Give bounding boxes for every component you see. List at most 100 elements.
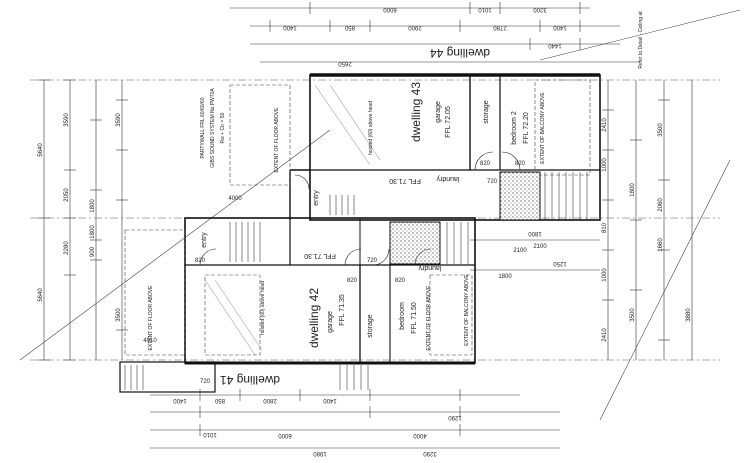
dim-bottom-1400a: 1400: [173, 397, 187, 403]
dim-mid-1250: 1250: [553, 260, 567, 266]
dwelling-42-label: dwelling 42: [307, 288, 321, 348]
dimension-lines: [38, 2, 693, 449]
dim-left-3590a: 3590: [64, 113, 70, 127]
partywall-sub-note: GIBS SOUND SYSTEM No.PW70A: [210, 88, 216, 168]
grid-lines: [30, 79, 720, 361]
dim-right-2060: 2060: [658, 198, 664, 212]
dim-right-1800: 1800: [630, 183, 636, 197]
dim-bottom-4000: 4000: [413, 432, 427, 438]
dim-left-900: 900: [90, 246, 96, 257]
door-720-b: 720: [367, 258, 378, 264]
dim-right-3880: 3880: [686, 308, 692, 322]
hoist-note-1: hoisted (60) above head: [368, 101, 374, 155]
dim-left-1800a: 1800: [90, 199, 96, 213]
extent-balcony-note-2: EXTENT OF BALCONY ABOVE: [464, 274, 470, 346]
rw-note: Rw + Ctr = 50: [220, 112, 226, 143]
stair-central: [229, 195, 469, 265]
entry-43-label: entry: [313, 190, 320, 206]
dimensions-right: 3500 2410 1000 1800 810 2060 1660 1000 3…: [602, 118, 692, 342]
dim-right-1000b: 1000: [602, 268, 608, 282]
dim-right-2410a: 2410: [602, 118, 608, 132]
dim-bottom-1980: 1980: [313, 450, 327, 456]
dim-top-1400: 1400: [283, 24, 297, 30]
door-720-a: 720: [487, 179, 498, 185]
dim-4000: 4000: [228, 196, 242, 202]
extent-floor-note-3: EXTENT OF FLOOR ABOVE: [426, 285, 432, 351]
door-820-e: 820: [195, 258, 206, 264]
dimensions-mid: 1800 2100 1250 1800 2100: [498, 230, 566, 280]
hoist-note-2: hoisted (60) above head: [260, 281, 266, 335]
ffl-7130-lower: FFL 71.30: [304, 252, 336, 259]
dim-top-2780: 2780: [493, 24, 507, 30]
dim-right-810: 810: [602, 222, 608, 233]
garage-43-cross: [314, 84, 381, 166]
room-labels: garage storage bedroom 2 laundry entry g…: [201, 100, 518, 337]
dim-top-3200: 3200: [533, 6, 547, 12]
extent-dashed-42: [124, 229, 473, 356]
ffl-7220: FFL 72.20: [523, 112, 530, 144]
laundry-42-label: laundry: [418, 264, 441, 271]
dim-left-5640a: 5640: [38, 143, 44, 157]
extent-balcony-note-1: EXTENT OF BALCONY ABOVE: [540, 92, 546, 164]
dim-top-1400b: 1400: [553, 24, 567, 30]
dim-bottom-6000: 6000: [278, 432, 292, 438]
dim-right-2410b: 2410: [602, 328, 608, 342]
door-swings: [199, 151, 521, 266]
dwelling-43-label: dwelling 43: [409, 82, 423, 142]
dim-mid-2100b: 2100: [513, 248, 527, 254]
dwelling-41-label: dwelling 41: [220, 373, 280, 387]
door-720-c: 720: [200, 379, 211, 385]
dim-right-1660: 1660: [658, 238, 664, 252]
dim-bottom-2800: 2800: [263, 397, 277, 403]
door-820-c: 820: [347, 278, 358, 284]
door-820-a: 820: [480, 161, 491, 167]
dim-right-1000a: 1000: [602, 158, 608, 172]
ffl-7205: FFL 72.05: [445, 106, 452, 138]
garage-42-cross: [204, 279, 263, 356]
dim-mid-1800a: 1800: [528, 230, 542, 236]
dim-mid-1800b: 1800: [498, 274, 512, 280]
garage-42-label: garage: [327, 311, 334, 333]
boundary-diagonals: [19, 9, 741, 421]
extent-dashed-43: [229, 79, 591, 186]
dim-right-3500a: 3500: [658, 123, 664, 137]
bedroom-2-label: bedroom 2: [511, 111, 518, 145]
dwelling-41-walls: [119, 361, 369, 393]
dwelling-labels: dwelling 44 dwelling 43 dwelling 42 dwel…: [220, 46, 490, 387]
laundry-43-label: laundry: [436, 175, 459, 182]
dim-top-850: 850: [344, 24, 355, 30]
dim-left-1800b: 1800: [90, 225, 96, 239]
dwelling-44-label: dwelling 44: [430, 46, 490, 60]
dim-mid-2100a: 2100: [533, 244, 547, 250]
garage-43-label: garage: [435, 101, 442, 123]
dim-top-2650: 2650: [338, 60, 352, 66]
dim-left-4910: 4910: [143, 338, 157, 344]
stair-43: [499, 171, 588, 221]
door-widths: 820 820 820 820 820 720 720 720: [195, 161, 526, 385]
dimensions-left: 5640 2050 2280 5640 3590 1800 1800 900 3…: [38, 113, 157, 344]
dim-top-1440: 1440: [548, 42, 562, 48]
door-820-d: 820: [395, 278, 406, 284]
dim-bottom-1400b: 1400: [323, 397, 337, 403]
entry-42-label: entry: [201, 232, 208, 248]
dim-left-3590b: 3590: [116, 113, 122, 127]
dim-bottom-1010: 1010: [203, 431, 217, 437]
dim-left-3500: 3500: [116, 308, 122, 322]
bedroom-42-label: bedroom: [399, 302, 406, 330]
refer-detail-note: Refer to Detail - Ceiling at: [638, 11, 644, 69]
floor-levels: FFL 72.05 FFL 72.20 FFL 71.50 FFL 71.35 …: [304, 106, 530, 334]
dwelling-43-walls: [289, 73, 601, 221]
dimensions-bottom: 1400 850 2800 1400 1290 1010 6000 4000 3…: [173, 397, 462, 456]
dim-top-6000: 6000: [383, 6, 397, 12]
dim-top-1010: 1010: [478, 6, 492, 12]
dim-bottom-1290: 1290: [448, 414, 462, 420]
dimensions-top: 6000 1010 3200 1400 850 2900 2780 1400 1…: [228, 6, 566, 202]
dim-right-3500b: 3500: [630, 308, 636, 322]
dim-left-2050: 2050: [64, 188, 70, 202]
ffl-7135: FFL 71.35: [339, 294, 346, 326]
dim-left-2280: 2280: [64, 241, 70, 255]
ffl-7130-upper: FFL 71.30: [389, 177, 421, 184]
storage-43-label: storage: [483, 100, 490, 123]
